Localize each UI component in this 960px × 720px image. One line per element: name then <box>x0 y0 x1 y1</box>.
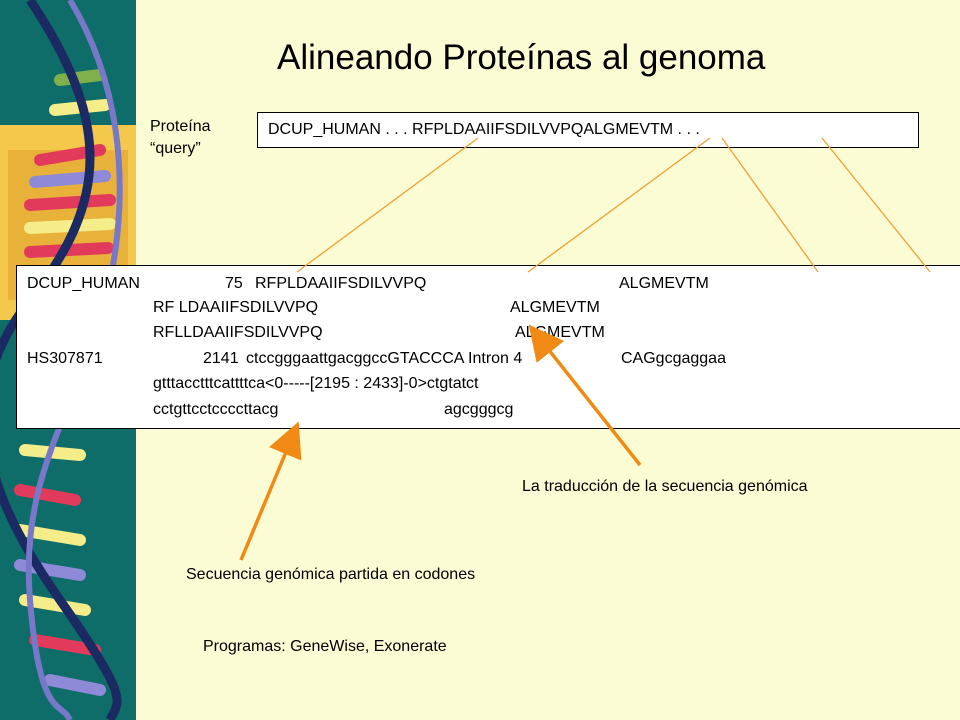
translation-note: La traducción de la secuencia genómica <box>522 478 808 495</box>
codons-note: Secuencia genómica partida en codones <box>186 566 476 583</box>
query-label-line1: Proteína <box>150 118 211 135</box>
connector-line-1 <box>296 137 479 273</box>
query-label: Proteína “query” <box>150 116 210 160</box>
query-sequence-box: DCUP_HUMAN . . . RFPLDAAIIFSDILVVPQALGME… <box>257 112 919 148</box>
dna-helix-icon <box>0 0 136 720</box>
translation-segment-2: ALGMEVTM <box>515 324 605 341</box>
connector-line-3 <box>721 137 819 273</box>
protein-position: 75 <box>225 275 243 292</box>
match-line-segment-1: RF LDAAIIFSDILVVPQ <box>153 299 319 316</box>
alignment-box: DCUP_HUMAN 75 RFPLDAAIIFSDILVVPQ ALGMEVT… <box>16 265 960 429</box>
codon-line-1: gtttacctttcattttca<0-----[2195 : 2433]-0… <box>153 375 479 392</box>
protein-name: DCUP_HUMAN <box>27 275 140 292</box>
codon-line-2-segment-1: cctgttcctccccttacg <box>153 401 279 418</box>
protein-seq-segment-1: RFPLDAAIIFSDILVVPQ <box>255 275 427 292</box>
connector-line-4 <box>821 137 931 273</box>
connector-line-2 <box>527 137 711 273</box>
genomic-seq-segment-1: ctccgggaattgacggccGTACCCA Intron 4 <box>246 350 523 367</box>
match-line-segment-2: ALGMEVTM <box>510 299 600 316</box>
codons-arrow <box>239 421 302 561</box>
page-title: Alineando Proteínas al genoma <box>277 38 766 77</box>
genomic-position: 2141 <box>203 350 239 367</box>
programs-note: Programas: GeneWise, Exonerate <box>203 638 447 655</box>
translation-segment-1: RFLLDAAIIFSDILVVPQ <box>153 324 323 341</box>
codon-line-2-segment-2: agcgggcg <box>444 401 514 418</box>
protein-seq-segment-2: ALGMEVTM <box>619 275 709 292</box>
genomic-name: HS307871 <box>27 350 103 367</box>
query-label-line2: “query” <box>150 140 201 157</box>
genomic-seq-segment-2: CAGgcgaggaa <box>621 350 726 367</box>
